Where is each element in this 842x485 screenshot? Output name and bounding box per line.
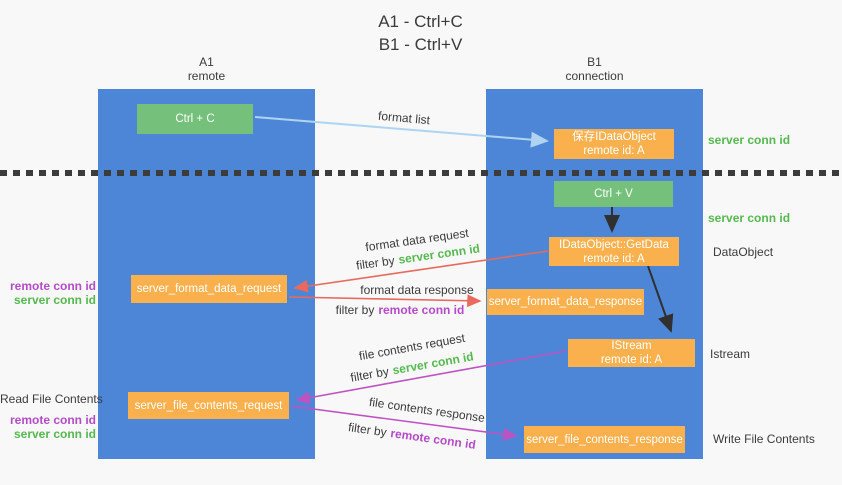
label-istream: Istream (710, 347, 751, 361)
node-idataobject-getdata-line2: remote id: A (583, 252, 645, 265)
session-divider-dotted-line (0, 170, 842, 176)
filter-prefix: filter by (355, 253, 396, 273)
title-line-1: A1 - Ctrl+C (378, 12, 463, 31)
label-read-file-contents-text: Read File Contents (0, 392, 103, 406)
label-write-file-contents: Write File Contents (713, 432, 815, 446)
label-server-conn-id-ctrlv: server conn id (708, 211, 791, 225)
label-format-data-response: format data response (360, 283, 473, 297)
node-save-idataobject: 保存IDataObject remote id: A (554, 129, 674, 159)
arrow-format-data-response (288, 294, 482, 308)
lane-b1-name: B1 (587, 55, 602, 69)
filter-prefix: filter by (335, 303, 375, 317)
diagram-title: A1 - Ctrl+C B1 - Ctrl+V (318, 10, 523, 56)
label-read-file-contents: Read File Contents (0, 392, 103, 406)
label-stack-format-conn-ids: remote conn id server conn id (4, 279, 96, 307)
node-save-idataobject-line1: 保存IDataObject (572, 131, 656, 143)
node-server-file-contents-response: server_file_contents_response (524, 426, 685, 453)
label-file-contents-response: file contents response (368, 395, 486, 425)
label-server-conn-id-save: server conn id (708, 133, 791, 147)
label-remote-conn-id: remote conn id (9, 413, 96, 427)
lane-b1-subtitle: connection (565, 69, 624, 83)
label-server-conn-id: server conn id (13, 293, 96, 307)
lane-a1-name: A1 (199, 55, 214, 69)
label-file-contents-response-text: file contents response (368, 394, 486, 426)
label-format-list-text: format list (377, 108, 431, 128)
node-istream: IStream remote id: A (568, 339, 695, 367)
label-format-list: format list (377, 109, 430, 127)
label-server-conn-id: server conn id (13, 427, 96, 441)
filter-prefix: filter by (349, 364, 390, 385)
node-server-format-data-request: server_format_data_request (131, 275, 287, 303)
lane-a1-header: A1 remote (98, 55, 315, 83)
label-dataobject: DataObject (713, 245, 774, 259)
node-server-file-contents-request-label: server_file_contents_request (134, 399, 283, 412)
node-istream-line2: remote id: A (600, 354, 663, 366)
node-server-format-data-response: server_format_data_response (487, 289, 644, 315)
label-remote-conn-id: remote conn id (9, 279, 96, 293)
node-save-idataobject-line2: remote id: A (583, 145, 645, 157)
node-server-format-data-response-label: server_format_data_response (488, 296, 643, 308)
label-stack-file-conn-ids: remote conn id server conn id (4, 413, 96, 441)
node-idataobject-getdata: IDataObject::GetData remote id: A (549, 237, 679, 266)
lane-b1-header: B1 connection (486, 55, 703, 83)
node-idataobject-getdata-line1: IDataObject::GetData (559, 238, 669, 251)
filter-prefix: filter by (347, 420, 388, 440)
node-ctrl-v-label: Ctrl + V (594, 188, 633, 200)
node-istream-line1: IStream (611, 340, 652, 352)
node-ctrl-v: Ctrl + V (554, 181, 673, 207)
node-server-file-contents-response-label: server_file_contents_response (526, 433, 683, 446)
label-format-data-response-text: format data response (360, 283, 474, 297)
node-server-format-data-request-label: server_format_data_request (136, 283, 282, 295)
node-ctrl-c-label: Ctrl + C (175, 113, 215, 125)
lane-a1-subtitle: remote (187, 69, 226, 83)
node-server-file-contents-request: server_file_contents_request (128, 392, 289, 419)
filter-remote-conn-id: remote conn id (378, 303, 465, 317)
filter-remote-conn-id: remote conn id (389, 426, 477, 452)
title-line-2: B1 - Ctrl+V (378, 35, 463, 54)
node-ctrl-c: Ctrl + C (137, 104, 253, 134)
